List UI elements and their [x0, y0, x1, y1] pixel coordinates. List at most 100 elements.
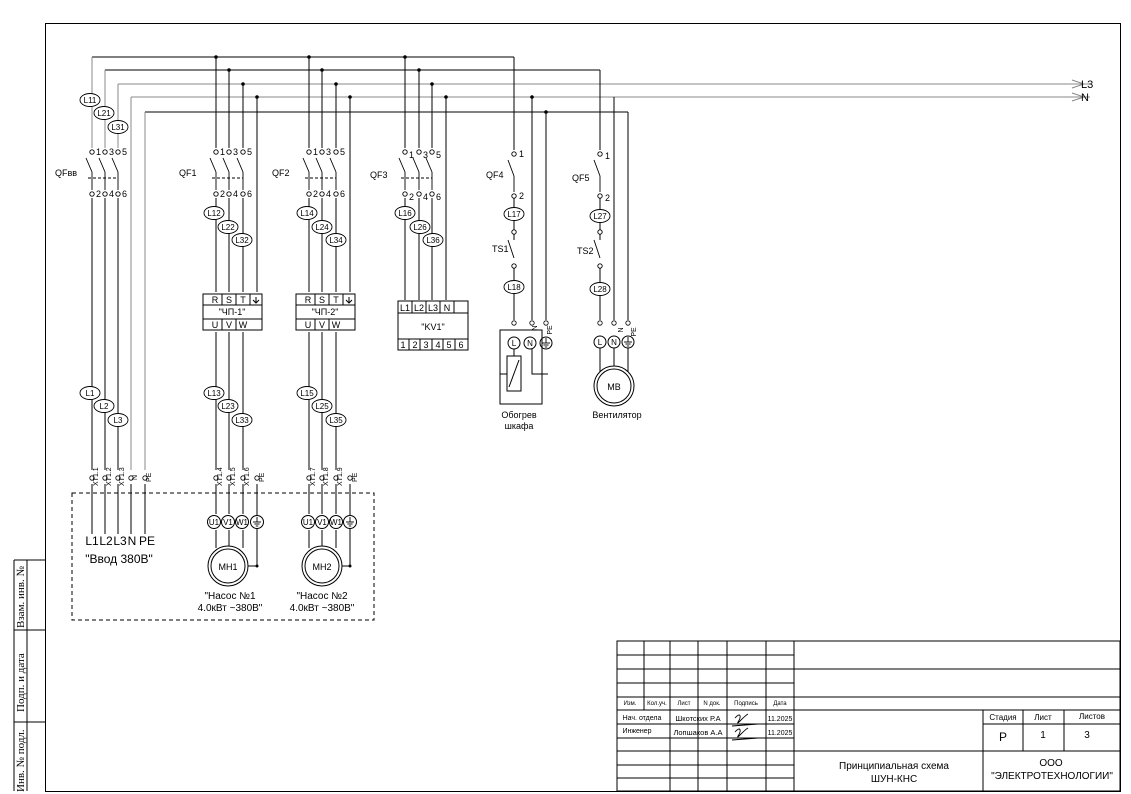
svg-text:W: W	[332, 320, 341, 330]
svg-text:PE: PE	[547, 325, 554, 335]
pump-2-label-1: "Насос №2	[296, 591, 348, 602]
pump-1-label-2: 4.0кВт ~380В"	[198, 603, 263, 614]
label-ts1: TS1	[492, 244, 509, 254]
svg-text:N: N	[611, 338, 617, 347]
svg-text:U: U	[212, 320, 219, 330]
svg-text:L14: L14	[300, 209, 314, 218]
title-block-text: Изм. Кол.уч. Лист N док. Подпись Дата На…	[622, 701, 1113, 785]
heater-label-2: шкафа	[505, 421, 534, 431]
sheets-value: 3	[1084, 730, 1090, 741]
fan-motor: N PE L N МВ Вентилятор	[592, 320, 642, 420]
svg-text:5: 5	[247, 147, 252, 157]
vfd-1-name: "ЧП-1"	[219, 307, 246, 317]
svg-text:XT1.8: XT1.8	[323, 467, 330, 486]
svg-text:XT1.4: XT1.4	[217, 467, 224, 486]
svg-text:U1: U1	[209, 518, 220, 527]
svg-text:1: 1	[96, 147, 101, 157]
vfd-2-name: "ЧП-2"	[312, 307, 339, 317]
svg-text:L2: L2	[100, 402, 109, 411]
svg-text:L15: L15	[300, 389, 314, 398]
svg-text:W1: W1	[330, 518, 343, 527]
svg-text:6: 6	[436, 192, 441, 202]
sheet-value: 1	[1040, 730, 1046, 741]
power-input-name: "Ввод 380В"	[85, 552, 153, 566]
svg-text:V1: V1	[223, 518, 233, 527]
heater-label-1: Обогрев	[501, 410, 536, 420]
date-2: 11.2025	[768, 730, 793, 737]
svg-text:XT1.1: XT1.1	[93, 467, 100, 486]
svg-text:L16: L16	[398, 209, 412, 218]
svg-text:PE: PE	[146, 472, 153, 482]
svg-text:4: 4	[233, 189, 238, 199]
bus-n-label: N	[1081, 92, 1089, 104]
svg-text:5: 5	[436, 150, 441, 160]
svg-text:N: N	[618, 327, 625, 332]
svg-text:6: 6	[340, 189, 345, 199]
pump-2-motor: МН2	[312, 562, 331, 572]
role-2: Инженер	[622, 728, 651, 735]
fan-motor-name: МВ	[607, 382, 621, 392]
sheet-frame	[13, 23, 1121, 792]
svg-text:N док.: N док.	[703, 701, 720, 707]
cabinet-heater: N PE L N Обогрев шкафа	[499, 320, 554, 431]
svg-text:L3: L3	[428, 303, 438, 313]
svg-text:L1: L1	[86, 389, 95, 398]
stamp-inv: Инв. № подл.	[15, 729, 27, 792]
svg-text:W1: W1	[236, 518, 249, 527]
svg-text:2: 2	[96, 189, 101, 199]
label-ts2: TS2	[577, 246, 594, 256]
svg-text:N: N	[128, 534, 137, 548]
svg-text:6: 6	[122, 189, 127, 199]
svg-text:L27: L27	[593, 212, 607, 221]
svg-text:L18: L18	[507, 283, 521, 292]
svg-text:1: 1	[400, 340, 405, 350]
svg-text:1: 1	[313, 147, 318, 157]
svg-text:3: 3	[423, 340, 428, 350]
svg-text:XT1.2: XT1.2	[106, 467, 113, 486]
svg-text:R: R	[212, 295, 219, 305]
svg-text:N: N	[532, 325, 539, 330]
role-1: Нач. отдела	[623, 715, 662, 722]
fan-label: Вентилятор	[592, 410, 641, 420]
svg-text:L3: L3	[114, 416, 123, 425]
power-input: L1 L2 L3 N PE "Ввод 380В"	[85, 534, 155, 566]
svg-text:S: S	[226, 295, 232, 305]
svg-text:T: T	[333, 295, 339, 305]
svg-text:4: 4	[326, 189, 331, 199]
svg-text:L26: L26	[413, 223, 427, 232]
svg-text:6: 6	[458, 340, 463, 350]
svg-text:L: L	[598, 338, 603, 347]
breaker-qf4	[507, 151, 517, 199]
svg-text:L35: L35	[329, 416, 343, 425]
pump-1: U1 V1 W1 МН1 "Насос №1 4.0кВт ~380В"	[198, 515, 264, 614]
svg-text:L1: L1	[85, 534, 99, 548]
label-qf5: QF5	[572, 173, 590, 183]
svg-text:Лист: Лист	[1034, 713, 1052, 722]
terminal-strip-xt1: XT1.1 XT1.2 XT1.3 N PE XT1.4 XT1.5 XT1.6…	[89, 467, 359, 486]
svg-text:W: W	[239, 320, 248, 330]
svg-text:3: 3	[326, 147, 331, 157]
stamp-vzam: Взам. инв. №	[15, 566, 27, 628]
svg-text:5: 5	[446, 340, 451, 350]
label-qf3: QF3	[370, 170, 388, 180]
svg-text:6: 6	[247, 189, 252, 199]
svg-text:U1: U1	[303, 518, 314, 527]
svg-text:V: V	[226, 320, 232, 330]
svg-text:2: 2	[409, 192, 414, 202]
svg-text:Кол.уч.: Кол.уч.	[647, 701, 667, 707]
breaker-qfvv	[85, 149, 121, 197]
side-stamps: Взам. инв. № Подп. и дата Инв. № подл.	[15, 566, 27, 792]
svg-text:2: 2	[519, 191, 524, 201]
svg-text:R: R	[305, 295, 312, 305]
wire-marks: L11 L21 L31 L12 L22 L32 L14 L24 L34 L16 …	[79, 93, 611, 427]
svg-text:PE: PE	[259, 472, 266, 482]
label-qf2: QF2	[272, 168, 290, 178]
svg-text:XT1.9: XT1.9	[337, 467, 344, 486]
pump-2-label-2: 4.0кВт ~380В"	[290, 603, 355, 614]
doc-title-1: Принципиальная схема	[839, 761, 949, 772]
bus-l3-label: L3	[1081, 79, 1093, 91]
svg-text:XT1.7: XT1.7	[310, 467, 317, 486]
svg-text:L25: L25	[315, 402, 329, 411]
svg-text:L3: L3	[113, 534, 127, 548]
